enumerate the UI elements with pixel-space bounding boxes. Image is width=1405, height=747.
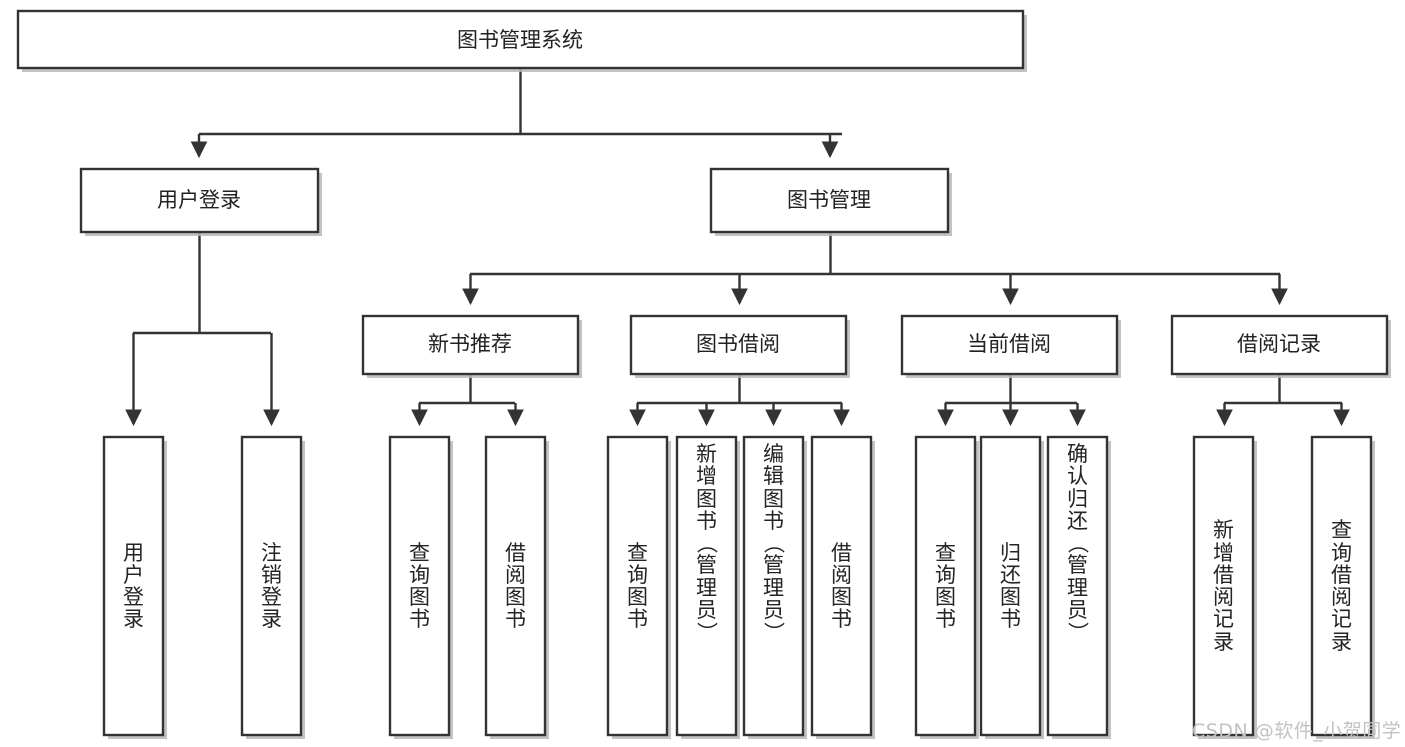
node-leaf-query-book-3[interactable] xyxy=(914,435,979,739)
node-leaf-borrow-book-2[interactable] xyxy=(810,435,875,739)
node-leaf-query-book-2[interactable] xyxy=(606,435,671,739)
node-current-borrow-label: 当前借阅 xyxy=(967,332,1051,356)
node-book-manage-label: 图书管理 xyxy=(787,188,871,212)
node-borrow-record-label: 借阅记录 xyxy=(1237,332,1321,356)
node-leaf-return-book[interactable] xyxy=(979,435,1044,739)
node-leaf-confirm-return[interactable] xyxy=(1046,435,1111,739)
node-leaf-add-borrow-record[interactable] xyxy=(1192,435,1257,739)
node-leaf-user-login[interactable] xyxy=(102,435,167,739)
node-leaf-borrow-book-1[interactable] xyxy=(484,435,549,739)
node-new-book-recommend-label: 新书推荐 xyxy=(428,332,512,356)
connector-lines xyxy=(125,68,1350,427)
node-book-manage[interactable]: 图书管理 xyxy=(709,167,952,236)
node-leaf-add-book[interactable] xyxy=(675,435,740,739)
node-leaf-query-borrow-record[interactable] xyxy=(1310,435,1375,739)
node-current-borrow[interactable]: 当前借阅 xyxy=(900,314,1121,378)
node-book-borrow[interactable]: 图书借阅 xyxy=(629,314,850,378)
node-leaf-query-book-1[interactable] xyxy=(388,435,453,739)
node-user-login-label: 用户登录 xyxy=(157,188,241,212)
node-leaf-edit-book[interactable] xyxy=(742,435,807,739)
node-leaf-logout-login[interactable] xyxy=(240,435,305,739)
node-user-login[interactable]: 用户登录 xyxy=(79,167,322,236)
node-root[interactable]: 图书管理系统 xyxy=(16,9,1027,72)
node-root-label: 图书管理系统 xyxy=(457,28,583,52)
node-new-book-recommend[interactable]: 新书推荐 xyxy=(361,314,582,378)
node-borrow-record[interactable]: 借阅记录 xyxy=(1170,314,1391,378)
node-book-borrow-label: 图书借阅 xyxy=(696,332,780,356)
